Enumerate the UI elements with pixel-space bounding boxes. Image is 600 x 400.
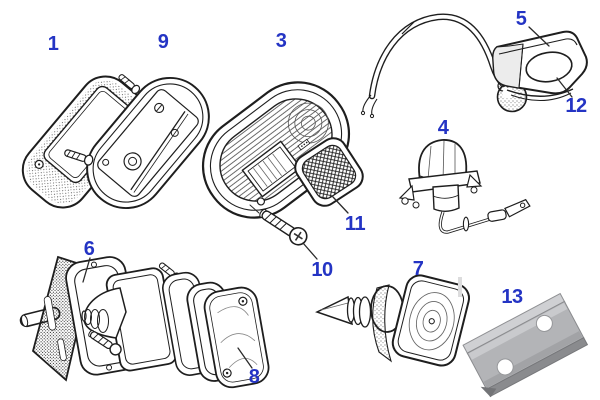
part-7-side-lamp-drawing <box>315 274 470 367</box>
leader-line-5 <box>528 26 550 47</box>
part-number-label-8: 8 <box>248 366 260 388</box>
fixing-screw-drawing <box>118 74 141 95</box>
leader-line-12 <box>556 77 573 98</box>
leader-line-11 <box>332 196 349 214</box>
part-4-bulb-holder-drawing <box>398 139 531 234</box>
part-9-lamp-body-drawing <box>86 76 210 210</box>
part-number-label-3: 3 <box>275 30 287 52</box>
part-number-label-13: 13 <box>501 286 523 308</box>
part-13-mounting-plate-photo <box>462 292 589 398</box>
leader-line-6 <box>82 257 91 283</box>
part-11-reflector-drawing <box>294 137 364 207</box>
leader-line-10 <box>302 242 318 260</box>
leader-line-screw-hole <box>249 204 260 214</box>
part-8-lens-drawing <box>203 286 270 389</box>
leader-lines <box>82 26 573 369</box>
part-number-label-5: 5 <box>515 8 527 30</box>
lamp-wire-drawing <box>360 13 507 119</box>
part-number-label-9: 9 <box>157 31 169 53</box>
fixing-screw-drawing <box>64 149 94 166</box>
part-number-label-12: 12 <box>565 95 587 117</box>
part-5-lamp-cover-drawing <box>491 30 588 101</box>
part-number-label-6: 6 <box>83 238 95 260</box>
part-number-label-7: 7 <box>412 258 424 280</box>
part-number-label-1: 1 <box>47 33 59 55</box>
photo-edge-artifact <box>458 277 462 297</box>
part-number-label-10: 10 <box>311 259 333 281</box>
part-number-label-11: 11 <box>344 213 366 235</box>
part-10-screw-drawing <box>259 208 308 246</box>
leader-line-8 <box>237 347 253 369</box>
part-number-label-4: 4 <box>437 117 449 139</box>
